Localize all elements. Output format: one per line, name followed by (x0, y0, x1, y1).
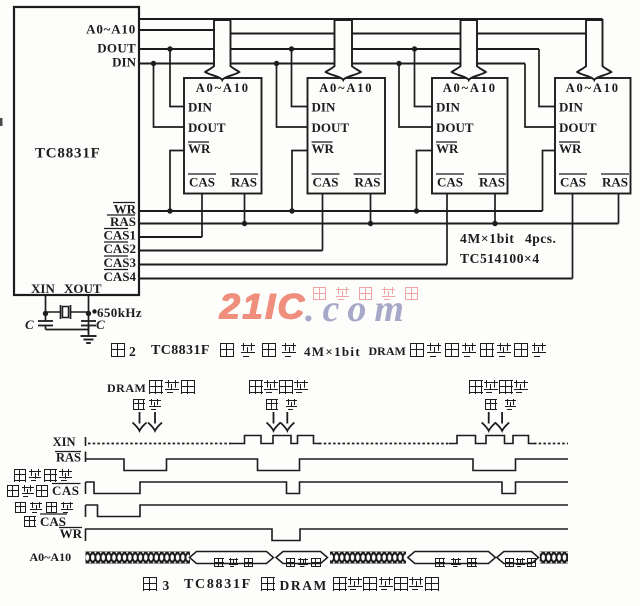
svg-text:C: C (25, 317, 34, 332)
svg-text:XIN: XIN (53, 435, 76, 449)
svg-text:A0~A10: A0~A10 (86, 22, 136, 37)
svg-text:RAS: RAS (56, 451, 81, 465)
svg-text:DOUT: DOUT (436, 120, 474, 135)
svg-text:CAS3: CAS3 (103, 255, 136, 270)
svg-text:DOUT: DOUT (188, 120, 226, 135)
svg-text:WR: WR (436, 141, 459, 156)
svg-text:A0~A10: A0~A10 (443, 81, 497, 95)
svg-text:XOUT: XOUT (64, 281, 102, 296)
svg-text:DIN: DIN (436, 100, 460, 115)
svg-text:CAS2: CAS2 (103, 241, 136, 256)
svg-text:DOUT: DOUT (97, 41, 136, 56)
svg-text:RAS: RAS (231, 175, 257, 190)
svg-text:CAS: CAS (312, 175, 338, 190)
svg-text:RAS: RAS (602, 175, 628, 190)
svg-text:A0~A10: A0~A10 (196, 81, 250, 95)
svg-text:WR: WR (60, 526, 83, 541)
svg-text:TC8831F: TC8831F (35, 146, 101, 162)
svg-text:DIN: DIN (188, 100, 212, 115)
svg-text:WR: WR (559, 141, 582, 156)
svg-text:A0~A10: A0~A10 (566, 81, 620, 95)
svg-text:CAS1: CAS1 (103, 228, 136, 243)
svg-text:4M×1bit: 4M×1bit (460, 231, 515, 246)
svg-text:WR: WR (312, 141, 335, 156)
svg-text:A0~A10: A0~A10 (30, 550, 72, 564)
svg-text:4pcs.: 4pcs. (525, 231, 556, 246)
svg-text:CAS4: CAS4 (103, 269, 136, 284)
svg-text:WR: WR (114, 202, 137, 217)
svg-text:CAS: CAS (437, 175, 463, 190)
svg-text:DOUT: DOUT (312, 120, 350, 135)
svg-text:DIN: DIN (559, 100, 583, 115)
svg-text:DIN: DIN (112, 55, 136, 70)
svg-text:RAS: RAS (479, 175, 505, 190)
svg-text:XIN: XIN (31, 281, 55, 296)
svg-text:RAS: RAS (354, 175, 380, 190)
svg-text:650kHz: 650kHz (97, 305, 142, 320)
svg-text:CAS: CAS (560, 175, 586, 190)
svg-text:A0~A10: A0~A10 (319, 81, 373, 95)
svg-text:CAS: CAS (189, 175, 215, 190)
svg-text:TC514100×4: TC514100×4 (460, 251, 540, 266)
svg-text:C: C (96, 317, 105, 332)
svg-text:DOUT: DOUT (559, 120, 597, 135)
svg-text:WR: WR (188, 141, 211, 156)
svg-text:DIN: DIN (312, 100, 336, 115)
svg-text:RAS: RAS (110, 214, 136, 229)
